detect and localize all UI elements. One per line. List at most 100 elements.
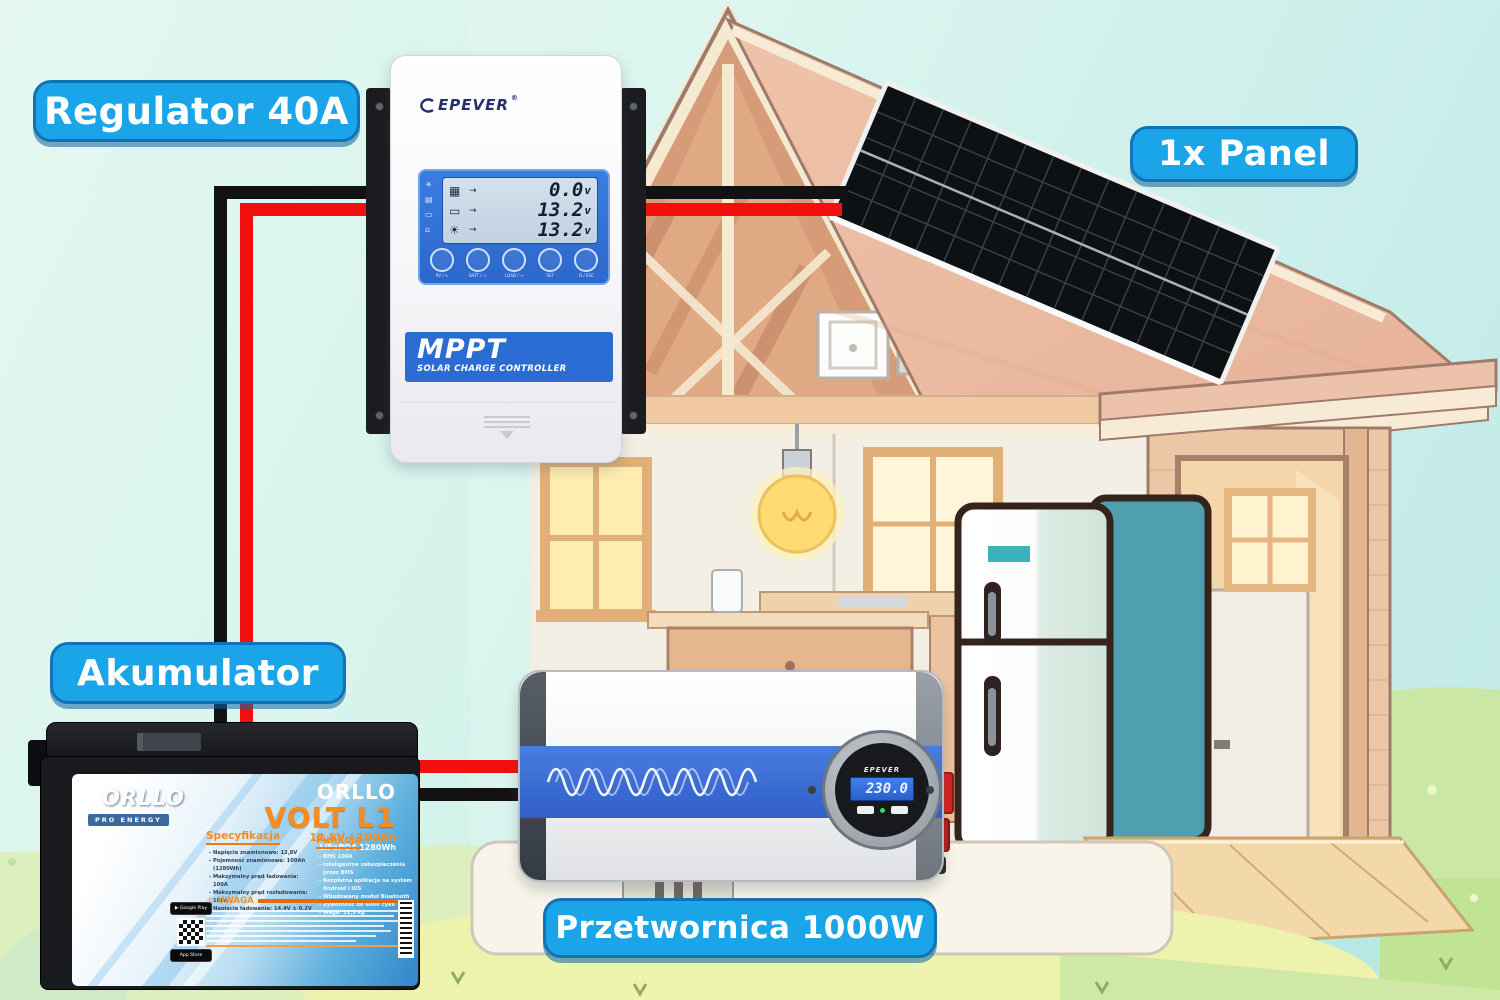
status-icons: ☀ ▤ ▭ ⌂ — [425, 181, 433, 234]
mppt-title: MPPT — [417, 334, 506, 365]
spec-item: Maksymalny prąd ładowania: 100A — [213, 873, 312, 889]
epever-swoosh-icon — [420, 98, 434, 113]
button-esc-label: O / ESC — [578, 274, 594, 279]
inverter-buttons — [856, 806, 908, 814]
wire-positive-to-panel — [620, 203, 842, 216]
arrow-icon: → — [469, 225, 477, 236]
battery-front-label: ORLLO PRO ENERGY ORLLO VOLT L1 12,8V / 1… — [72, 774, 418, 986]
vent-grille — [477, 416, 537, 439]
warning-title: UWAGA — [217, 896, 254, 906]
pv-voltage-unit: v — [584, 184, 591, 198]
label-inverter: Przetwornica 1000W — [543, 898, 937, 958]
feature-item: Waga: 11,5 kg — [323, 909, 412, 917]
features-title: Funkcje — [316, 834, 362, 849]
label-panel: 1x Panel — [1130, 126, 1358, 182]
warning-icon: ⚠ — [206, 896, 214, 906]
features-column: Funkcje BMS 100A Inteligentne zabezpiecz… — [316, 828, 412, 918]
mppt-subtitle: SOLAR CHARGE CONTROLLER — [417, 364, 567, 374]
light-bulb — [750, 424, 844, 561]
model-block: ORLLO VOLT L1 12,8V / 100Ah LiFePO4 1280… — [265, 782, 396, 852]
button-load-label: LOAD / → — [504, 274, 524, 279]
model-name: VOLT L1 — [264, 801, 396, 834]
button-pv: PV / + — [425, 248, 459, 279]
button-pv-label: PV / + — [435, 274, 449, 279]
load-voltage-unit: v — [584, 223, 591, 237]
wire-positive-down-to-battery — [240, 203, 253, 765]
wire-negative-to-panel — [620, 186, 848, 199]
epever-logo: EPEVER ® — [419, 94, 519, 114]
wire-negative-controller-left — [214, 186, 392, 199]
certification-icons: ♻ CE ⚠ ⊘ △ — [76, 838, 94, 916]
battery-voltage-unit: v — [584, 204, 591, 217]
spec-list: Napięcie znamionowe: 12,8V Pojemność zna… — [206, 849, 312, 914]
fridge — [954, 494, 1212, 861]
solar-panel — [827, 80, 1280, 386]
label-battery: Akumulator — [50, 642, 346, 704]
lcd-screen: ▦ → 0.0 v ▭ → 13.2 v ☀ → 13.2 — [442, 177, 598, 244]
load-icon: ⌂ — [425, 225, 431, 234]
arrow-icon: → — [469, 185, 477, 196]
recycle-icon: ♻ — [80, 838, 90, 848]
spec-item: Napięcie znamionowe: 12,8V — [213, 849, 312, 857]
button-esc-icon — [574, 248, 598, 272]
sun-load-icon: ☀ — [449, 223, 460, 238]
battery-sticker — [137, 733, 201, 751]
mppt-banner: MPPT SOLAR CHARGE CONTROLLER — [405, 332, 613, 382]
inverter: EPEVER 230.0 — [516, 668, 954, 908]
button-set-icon — [538, 248, 562, 272]
mounting-bracket-right — [620, 88, 646, 434]
meter-icon: ▤ — [425, 195, 433, 204]
screw — [808, 786, 816, 794]
controller-buttons: PV / + BATT / → LOAD / → SET O / ESC — [420, 248, 608, 279]
pro-energy-badge: PRO ENERGY — [88, 814, 169, 826]
orllo-logo-text: ORLLO — [102, 786, 185, 810]
lcd-row-load: ☀ → 13.2 v — [449, 220, 591, 240]
orllo-logo: ORLLO — [86, 786, 185, 810]
screw — [926, 786, 934, 794]
feature-item: Żywotność do 6000 cykli — [323, 901, 412, 909]
inverter-button-left — [856, 806, 874, 814]
inverter-display-face: EPEVER 230.0 — [835, 743, 929, 837]
sun-icon: ☀ — [425, 180, 433, 189]
model-rating: 12,8V / 100Ah — [309, 831, 396, 845]
features-list: BMS 100A Inteligentne zabezpieczenia prz… — [316, 853, 412, 918]
mounting-bracket-left — [366, 88, 392, 434]
inverter-display: EPEVER 230.0 — [822, 730, 942, 850]
warning-fine-print — [206, 910, 412, 948]
eave — [1098, 358, 1498, 442]
button-batt-label: BATT / → — [469, 274, 487, 279]
battery-icon: ▭ — [449, 203, 461, 218]
ce-mark: CE — [78, 855, 92, 865]
inverter-brand: EPEVER — [863, 766, 901, 774]
barcode — [398, 900, 414, 958]
model-brand: ORLLO — [316, 780, 396, 804]
feature-item: Bezpłatna aplikacja na system Android i … — [323, 877, 412, 893]
arrow-icon: → — [469, 205, 477, 216]
controller-display-panel: ☀ ▤ ▭ ⌂ ▦ → 0.0 v ▭ → 13.2 — [418, 169, 610, 285]
controller-brand: EPEVER — [438, 96, 509, 114]
status-led — [879, 807, 885, 813]
battery-voltage-value: 13.2 — [537, 199, 584, 221]
qr-code — [177, 918, 205, 946]
controller-body: EPEVER ® ☀ ▤ ▭ ⌂ ▦ → 0.0 v — [390, 55, 622, 463]
feature-item: BMS 100A — [323, 853, 412, 861]
spec-item: Pojemność znamionowa: 100Ah (1280Wh) — [213, 857, 312, 873]
lcd-row-battery: ▭ → 13.2 v — [449, 201, 591, 221]
app-store-badge: App Store — [170, 949, 212, 962]
cup — [711, 569, 743, 613]
button-load-icon — [502, 248, 526, 272]
wire-negative-battery-inverter — [404, 788, 532, 801]
feature-item: Inteligentne zabezpieczenia przez BMS — [323, 861, 412, 877]
load-voltage-value: 13.2 — [537, 218, 584, 241]
warning-icon: ⚠ — [80, 872, 90, 882]
wire-negative-down-to-battery — [214, 186, 227, 760]
lcd-row-pv: ▦ → 0.0 v — [449, 181, 591, 201]
button-set: SET — [533, 248, 567, 279]
button-load: LOAD / → — [497, 248, 531, 279]
pv-panel-icon: ▦ — [449, 183, 461, 198]
sine-wave-icon — [546, 767, 758, 797]
window-left — [536, 457, 656, 622]
battery-icon: ▭ — [425, 210, 433, 219]
button-esc: O / ESC — [569, 248, 603, 279]
